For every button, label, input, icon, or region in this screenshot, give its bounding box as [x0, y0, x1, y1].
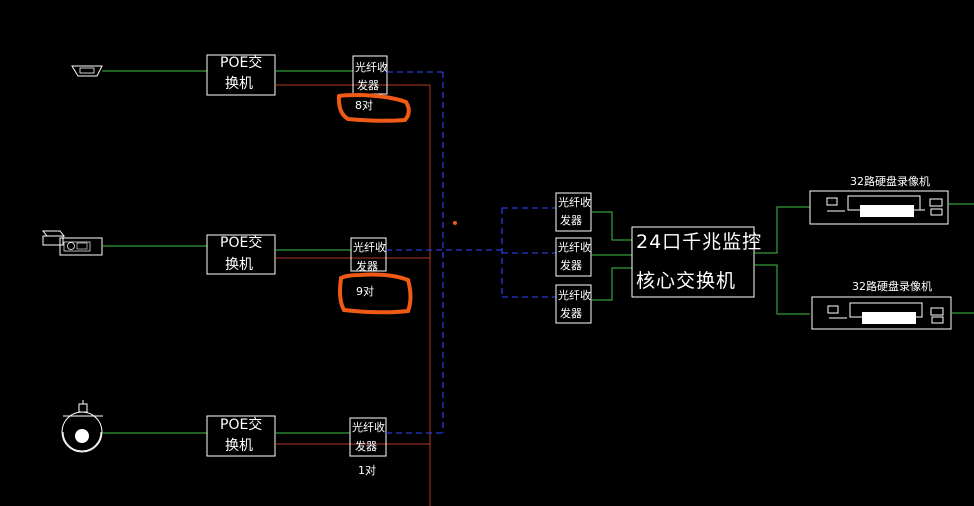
- row1-pair-label: 8对: [355, 99, 373, 112]
- core-fiber-box-2: [555, 237, 592, 277]
- nvr-bottom-label: 32路硬盘录像机: [852, 280, 932, 293]
- row1-highlight-mark: [336, 92, 411, 123]
- core-green-3: [591, 267, 632, 301]
- row3-pair-label: 1对: [358, 464, 376, 477]
- row1-poe-line1: POE交: [220, 55, 263, 71]
- row2-fiber-box: [350, 237, 387, 272]
- row3-poe-box: [206, 415, 276, 457]
- nvr-green-top: [754, 206, 810, 254]
- row3-fiber-line2: 发器: [355, 440, 377, 453]
- core-switch-box: [631, 226, 755, 298]
- row2-fiber-line2: 发器: [356, 260, 378, 273]
- row1-fiber-line1: 光纤收: [355, 61, 388, 74]
- row3-fiber-box: [349, 417, 387, 457]
- row3-poe-line2: 换机: [225, 438, 253, 454]
- row3-fiber-line1: 光纤收: [352, 421, 385, 434]
- core-fiber2-line1: 光纤收: [558, 241, 591, 254]
- row1-fiber-line2: 发器: [357, 79, 379, 92]
- row2-highlight-mark: [338, 272, 413, 315]
- core-fiber-box-3: [555, 284, 592, 324]
- core-switch-line2: 核心交换机: [636, 270, 737, 292]
- row2-poe-line2: 换机: [225, 257, 253, 273]
- core-fiber1-line1: 光纤收: [558, 196, 591, 209]
- core-fiber3-line1: 光纤收: [558, 289, 591, 302]
- nvr-top-label: 32路硬盘录像机: [850, 175, 930, 188]
- nvr-device-top: [809, 190, 949, 225]
- nvr-green-bottom: [754, 264, 810, 315]
- row3-poe-line1: POE交: [220, 417, 263, 433]
- row2-fiber-line1: 光纤收: [353, 241, 386, 254]
- camera-dome-icon: [71, 65, 103, 77]
- junction-dot: [453, 221, 457, 225]
- core-fiber3-line2: 发器: [560, 307, 582, 320]
- row2-poe-line1: POE交: [220, 235, 263, 251]
- row1-poe-line2: 换机: [225, 76, 253, 92]
- core-fiber1-line2: 发器: [560, 214, 582, 227]
- nvr-device-bottom: [811, 296, 952, 330]
- camera-bullet-icon: [41, 230, 103, 256]
- core-fiber2-line2: 发器: [560, 259, 582, 272]
- core-green-1: [591, 211, 632, 241]
- row2-pair-label: 9对: [356, 285, 374, 298]
- row2-poe-box: [206, 234, 276, 275]
- core-switch-line1: 24口千兆监控: [636, 231, 763, 253]
- row1-poe-box: [206, 54, 276, 96]
- camera-fisheye-icon: [61, 400, 103, 453]
